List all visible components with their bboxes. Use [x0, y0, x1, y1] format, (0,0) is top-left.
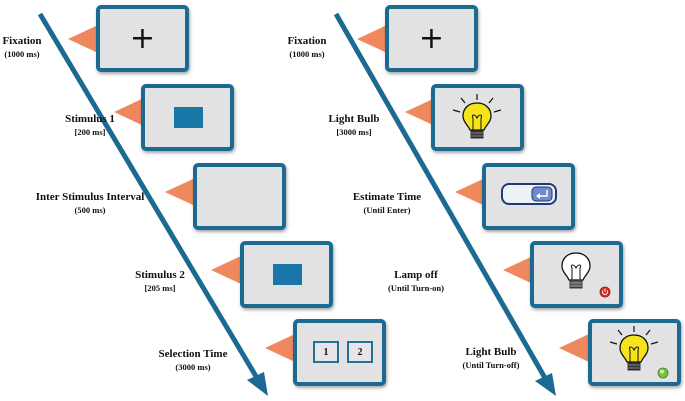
option-box-1: 1 [313, 341, 339, 363]
step-title: Selection Time [158, 348, 228, 360]
right-step-2-label: Light Bulb [3000 ms] [324, 112, 384, 138]
step-duration: [200 ms] [74, 126, 106, 137]
left-step-2-pointer [114, 98, 144, 126]
option-box-2: 2 [347, 341, 373, 363]
stimulus-rectangle [272, 263, 302, 285]
left-step-5-label: Selection Time (3000 ms) [151, 347, 235, 373]
right-step-3-label: Estimate Time (Until Enter) [347, 190, 427, 216]
step-title: Fixation [287, 35, 327, 47]
step-title: Inter Stimulus Interval [35, 191, 145, 203]
left-step-3-pointer [165, 178, 195, 206]
stimulus-rectangle [173, 106, 203, 128]
left-step-4-label: Stimulus 2 [205 ms] [120, 268, 200, 294]
left-step-4-screen [240, 241, 333, 308]
lit-bulb-icon [609, 326, 659, 371]
right-step-4-screen [530, 241, 623, 308]
right-step-3-screen [482, 163, 575, 230]
step-title: Stimulus 1 [65, 113, 115, 125]
step-title: Fixation [2, 35, 42, 47]
right-step-1-pointer [357, 25, 387, 53]
step-duration: [3000 ms] [336, 126, 372, 137]
left-step-1-screen: + [96, 5, 189, 72]
lit-bulb-icon [452, 94, 502, 139]
right-step-3-pointer [455, 178, 485, 206]
step-duration: (500 ms) [74, 204, 106, 215]
confirm-button-icon [657, 367, 669, 379]
step-duration: [205 ms] [144, 282, 176, 293]
right-step-4-label: Lamp off (Until Turn-on) [374, 268, 458, 294]
right-step-5-pointer [559, 334, 589, 362]
left-step-2-label: Stimulus 1 [200 ms] [50, 112, 130, 138]
step-duration: (Until Turn-off) [462, 359, 520, 370]
left-step-3-screen [193, 163, 286, 230]
left-step-2-screen [141, 84, 234, 151]
left-step-4-pointer [211, 256, 241, 284]
right-timeline-arrow [333, 12, 548, 380]
right-step-2-screen [431, 84, 524, 151]
step-duration: (Until Turn-on) [388, 282, 444, 293]
fixation-cross: + [129, 20, 156, 56]
step-title: Light Bulb [328, 113, 380, 125]
unlit-bulb-icon [561, 252, 591, 289]
left-timeline-arrow [37, 12, 260, 380]
step-duration: (1000 ms) [4, 48, 40, 59]
left-step-5-screen: 1 2 [293, 319, 386, 386]
step-duration: (1000 ms) [289, 48, 325, 59]
step-duration: (3000 ms) [175, 361, 211, 372]
step-duration: (Until Enter) [363, 204, 411, 215]
step-title: Stimulus 2 [135, 269, 185, 281]
left-step-1-pointer [68, 25, 98, 53]
right-arrowhead [535, 373, 556, 396]
power-button-icon [599, 286, 611, 298]
step-title: Light Bulb [465, 346, 517, 358]
left-step-5-pointer [265, 334, 295, 362]
left-step-1-label: Fixation (1000 ms) [0, 34, 44, 60]
right-step-5-label: Light Bulb (Until Turn-off) [446, 345, 536, 371]
left-step-3-label: Inter Stimulus Interval (500 ms) [18, 190, 162, 216]
right-step-5-screen [588, 319, 681, 386]
left-arrowhead [247, 372, 268, 396]
right-step-1-label: Fixation (1000 ms) [282, 34, 332, 60]
right-step-1-screen: + [385, 5, 478, 72]
step-title: Lamp off [394, 269, 438, 281]
right-step-2-pointer [405, 98, 435, 126]
step-title: Estimate Time [352, 191, 422, 203]
right-step-4-pointer [503, 256, 533, 284]
enter-key-icon [501, 183, 557, 205]
fixation-cross: + [418, 20, 445, 56]
